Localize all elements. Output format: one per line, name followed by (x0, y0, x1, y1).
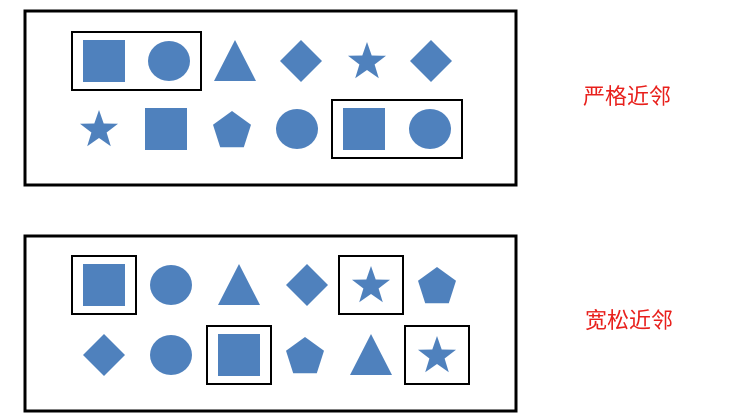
highlight-box (71, 31, 202, 91)
square-shape (83, 40, 125, 82)
star-shape (418, 336, 456, 373)
label-loose-neighbors: 宽松近邻 (585, 309, 674, 334)
pentagon-shape (286, 337, 324, 374)
triangle-shape (214, 40, 256, 81)
panel-frame (23, 9, 518, 187)
square-shape (343, 108, 385, 150)
label-strict-neighbors: 严格近邻 (583, 85, 672, 110)
pentagon-shape (418, 267, 456, 304)
triangle-shape (218, 264, 260, 305)
star-shape (348, 42, 386, 79)
panel-strict (23, 9, 518, 187)
triangle-shape (350, 334, 392, 375)
square-shape (145, 108, 187, 150)
circle-shape (409, 109, 451, 149)
circle-shape (150, 335, 192, 375)
diamond-shape (286, 264, 328, 306)
panel-loose (23, 234, 518, 413)
diamond-shape (83, 334, 125, 376)
highlight-box (71, 255, 137, 315)
star-shape (80, 110, 118, 147)
diamond-shape (410, 40, 452, 82)
square-shape (218, 334, 260, 376)
panel-frame (23, 234, 518, 413)
highlight-box (404, 325, 470, 385)
highlight-box (331, 99, 463, 159)
circle-shape (148, 41, 190, 81)
star-shape (352, 266, 390, 303)
circle-shape (276, 109, 318, 149)
diamond-shape (280, 40, 322, 82)
highlight-box (206, 325, 272, 385)
pentagon-shape (213, 111, 251, 148)
highlight-box (338, 255, 404, 315)
circle-shape (150, 265, 192, 305)
square-shape (83, 264, 125, 306)
